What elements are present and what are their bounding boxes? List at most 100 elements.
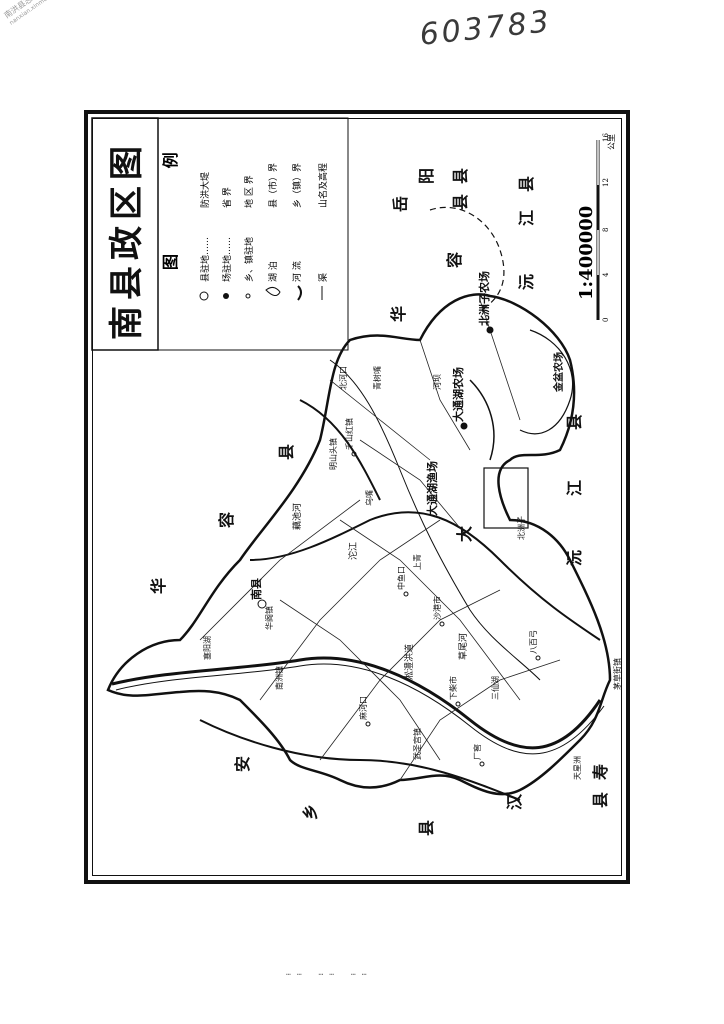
scale-tick-12: 12 — [602, 178, 610, 187]
map-title: 南县政区图 — [107, 140, 147, 340]
river-labels: 藕池河 沱江 淞澧洪道 草尾河 — [291, 503, 469, 680]
neighbor-label: 乡 — [301, 804, 320, 820]
map-frame-outer — [84, 110, 630, 884]
legend-item-mountain: 山名及高程 — [317, 163, 329, 208]
place-label: 三仙湖 — [490, 676, 500, 700]
neighbor-label: 县 — [277, 444, 296, 460]
neighbor-labels: 华 容 县 安 乡 县 汉 寿 县 沅 江 县 大 华 容 县 岳 阳 县 沅 … — [149, 168, 610, 836]
county-seat-icon — [199, 291, 209, 301]
neighbor-label: 华 — [149, 578, 168, 594]
place-label: 北洲子农场 — [477, 271, 491, 326]
place-labels: 南县 大通湖农场 北洲子农场 金盆农场 大通湖渔场 千山红镇 中鱼口 沙港市 下… — [202, 271, 622, 780]
legend-item-township-border: 乡（镇）界 — [291, 163, 303, 208]
neighbor-label: 容 — [217, 512, 236, 529]
place-label: 明山头镇 — [328, 438, 338, 470]
county-seat-marker — [257, 599, 267, 609]
scale-tick-4: 4 — [602, 272, 610, 277]
river-label: 沱江 — [347, 542, 359, 560]
place-label: 华阁镇 — [264, 606, 274, 630]
footer-marks: …… …… …… — [286, 968, 373, 977]
township-boundaries — [199, 299, 561, 781]
place-label: 下柴市 — [448, 676, 458, 700]
river-label: 草尾河 — [457, 633, 469, 660]
neighbor-label: 沅 — [517, 274, 536, 290]
place-label: 金盆农场 — [552, 352, 565, 393]
farm-marker — [460, 422, 468, 430]
place-label: 北河口 — [338, 366, 348, 390]
place-label: 沙港市 — [432, 596, 442, 620]
place-label: 塞阳湖 — [202, 636, 212, 660]
place-label: 八百弓 — [529, 630, 538, 654]
place-label: 大通湖农场 — [451, 367, 465, 422]
place-label: 河坝 — [432, 374, 442, 390]
neighbor-label: 华 — [389, 306, 408, 322]
place-label: 麻河口 — [358, 696, 368, 720]
legend-item-flood-levee: 防洪大堤 — [199, 172, 211, 208]
neighbor-label: 容 — [445, 252, 464, 269]
river-label: 淞澧洪道 — [403, 644, 415, 680]
legend-heading: 图 例 — [161, 112, 180, 270]
title-box: 南县政区图 — [91, 117, 159, 351]
neighbor-label: 县 — [565, 414, 584, 430]
town-marker — [439, 621, 445, 627]
farm-icon — [223, 293, 229, 299]
town-marker — [403, 591, 409, 597]
scale-tick-16: 16 — [602, 133, 610, 142]
scale-tick-8: 8 — [602, 228, 610, 232]
legend-item-river: 河 流 — [291, 261, 303, 282]
town-icon — [245, 293, 251, 299]
neighbor-label: 寿 — [591, 764, 610, 780]
town-marker — [455, 701, 461, 707]
legend-item-farm: 场驻地…… — [221, 237, 233, 282]
neighbor-label: 县 — [591, 792, 610, 808]
neighbor-label: 县 — [451, 194, 470, 210]
neighbor-label: 沅 — [565, 550, 584, 566]
rivers — [111, 379, 605, 801]
place-label: 天星洲 — [573, 756, 582, 780]
place-label: 中鱼口 — [396, 566, 406, 590]
scale-bar: 1:400000 公里 16 12 8 4 0 — [576, 133, 616, 322]
neighbor-label: 县 — [417, 820, 436, 836]
county-boundary — [106, 293, 612, 796]
neighbor-label: 江 — [517, 210, 536, 226]
scale-tick-0: 0 — [602, 318, 610, 322]
place-label: 千山红镇 — [344, 418, 354, 450]
legend-item-county-seat: 县驻地…… — [199, 237, 211, 282]
legend-item-prefecture-border: 地 区 界 — [243, 175, 255, 208]
place-label: 茅草街镇 — [612, 658, 622, 690]
town-marker — [365, 721, 371, 727]
town-marker — [351, 451, 357, 457]
neighbor-label: 县 — [517, 176, 536, 192]
river-icon — [297, 285, 302, 301]
legend-item-county-border: 县（市）界 — [267, 163, 279, 208]
legend-item-province-border: 省 界 — [221, 187, 233, 208]
neighbor-label: 县 — [451, 168, 470, 184]
place-label: 上青 — [412, 554, 422, 570]
legend-item-canal: 渠 — [317, 273, 329, 282]
neighbor-label: 岳 — [391, 196, 410, 212]
lake-icon — [265, 286, 281, 296]
place-label: 厂窖 — [472, 744, 482, 760]
legend-item-town: 乡、镇驻地 — [243, 237, 255, 282]
river-label: 藕池河 — [291, 503, 303, 530]
place-label: 乌嘴 — [364, 490, 374, 506]
place-label-county-seat: 南县 — [249, 578, 263, 600]
neighbor-label: 安 — [233, 756, 252, 772]
place-label: 大通湖渔场 — [425, 461, 439, 516]
farm-marker — [486, 326, 494, 334]
place-label: 武圣宫镇 — [412, 728, 422, 760]
place-label: 南洲镇 — [274, 666, 284, 690]
neighbor-label: 汉 — [505, 793, 524, 810]
town-marker — [479, 761, 485, 767]
neighbor-label: 阳 — [417, 168, 436, 184]
place-label: 北洲子 — [517, 516, 526, 540]
settlement-markers — [257, 326, 541, 767]
neighbor-label: 大 — [455, 526, 474, 542]
legend: 图 例 县驻地…… 防洪大堤 场驻地…… 省 界 乡、镇驻地 地 区 界 湖 泊… — [157, 112, 349, 351]
scale-unit: 公里 — [607, 134, 616, 150]
legend-item-lake: 湖 泊 — [268, 261, 279, 282]
scale-text: 1:400000 — [576, 206, 597, 300]
neighbor-label: 江 — [565, 480, 584, 496]
eastern-farms — [429, 206, 574, 529]
